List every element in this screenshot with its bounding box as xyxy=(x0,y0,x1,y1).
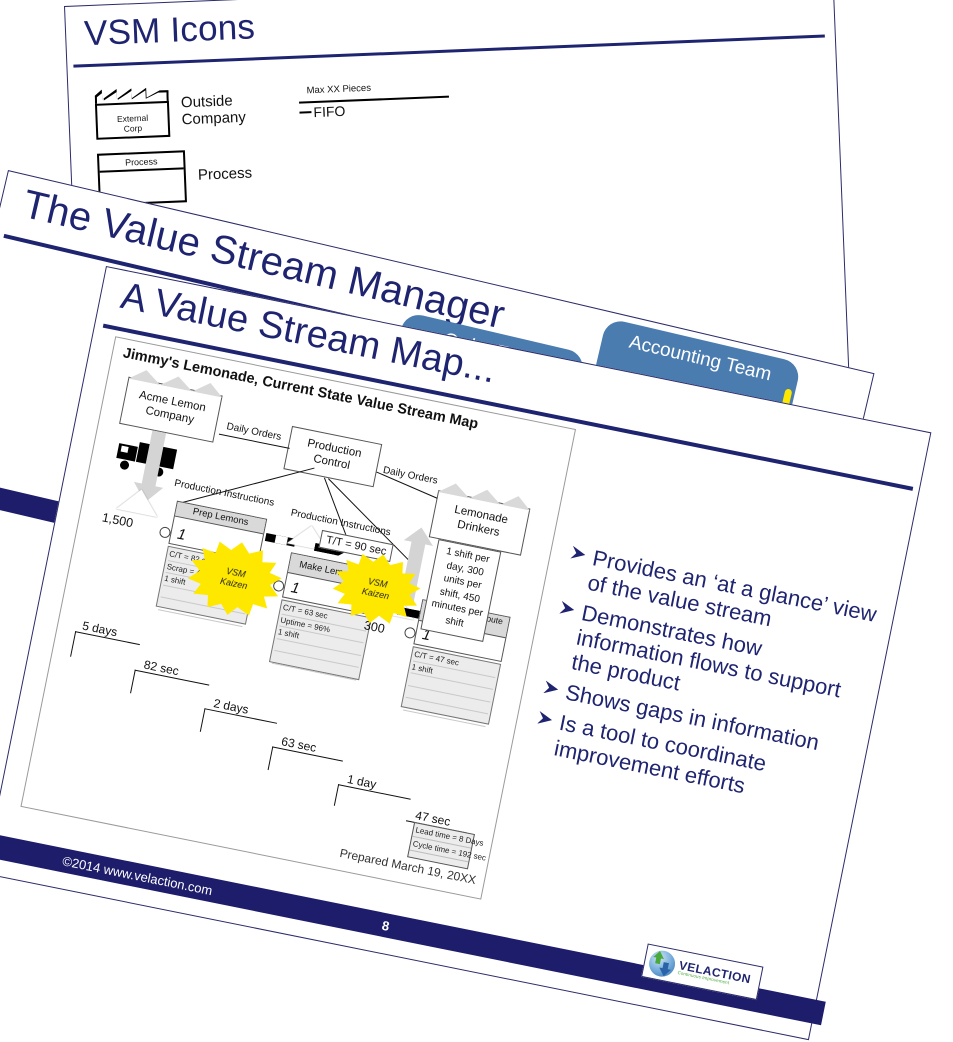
process-name-prep-lemons: Prep Lemons xyxy=(174,501,267,535)
velaction-logo-icon xyxy=(646,948,678,979)
factory-icon: External Corp xyxy=(94,87,171,140)
icon-label-process: Process xyxy=(197,164,253,185)
push-arrow-1-stripe xyxy=(274,534,288,546)
label-daily-orders-left: Daily Orders xyxy=(225,421,283,443)
slide-title-vsm-icons: VSM Icons xyxy=(83,7,256,54)
process-box-icon-label: Process xyxy=(99,152,184,173)
value-stream-map-diagram[interactable]: Jimmy's Lemonade, Current State Value St… xyxy=(20,336,577,900)
process-operators-prep-lemons: 1 xyxy=(175,525,188,544)
factory-icon-line2: Corp xyxy=(123,123,143,135)
process-operators-make-lemonade: 1 xyxy=(289,579,301,598)
bullet-arrow-icon xyxy=(570,546,586,562)
bullet-arrow-icon xyxy=(537,711,553,727)
fifo-lane-icon: Max XX Pieces FIFO xyxy=(298,80,449,122)
inventory-value-1: 1,500 xyxy=(100,510,135,531)
factory-icon-line1: External xyxy=(116,112,149,124)
bullet-arrow-icon xyxy=(543,680,559,696)
label-daily-orders-right: Daily Orders xyxy=(381,464,439,487)
fifo-label: FIFO xyxy=(313,102,346,121)
fifo-max-label: Max XX Pieces xyxy=(306,82,372,97)
bullet-list: Provides an ‘at a glance’ view of the va… xyxy=(529,541,885,824)
bullet-arrow-icon xyxy=(559,601,575,617)
